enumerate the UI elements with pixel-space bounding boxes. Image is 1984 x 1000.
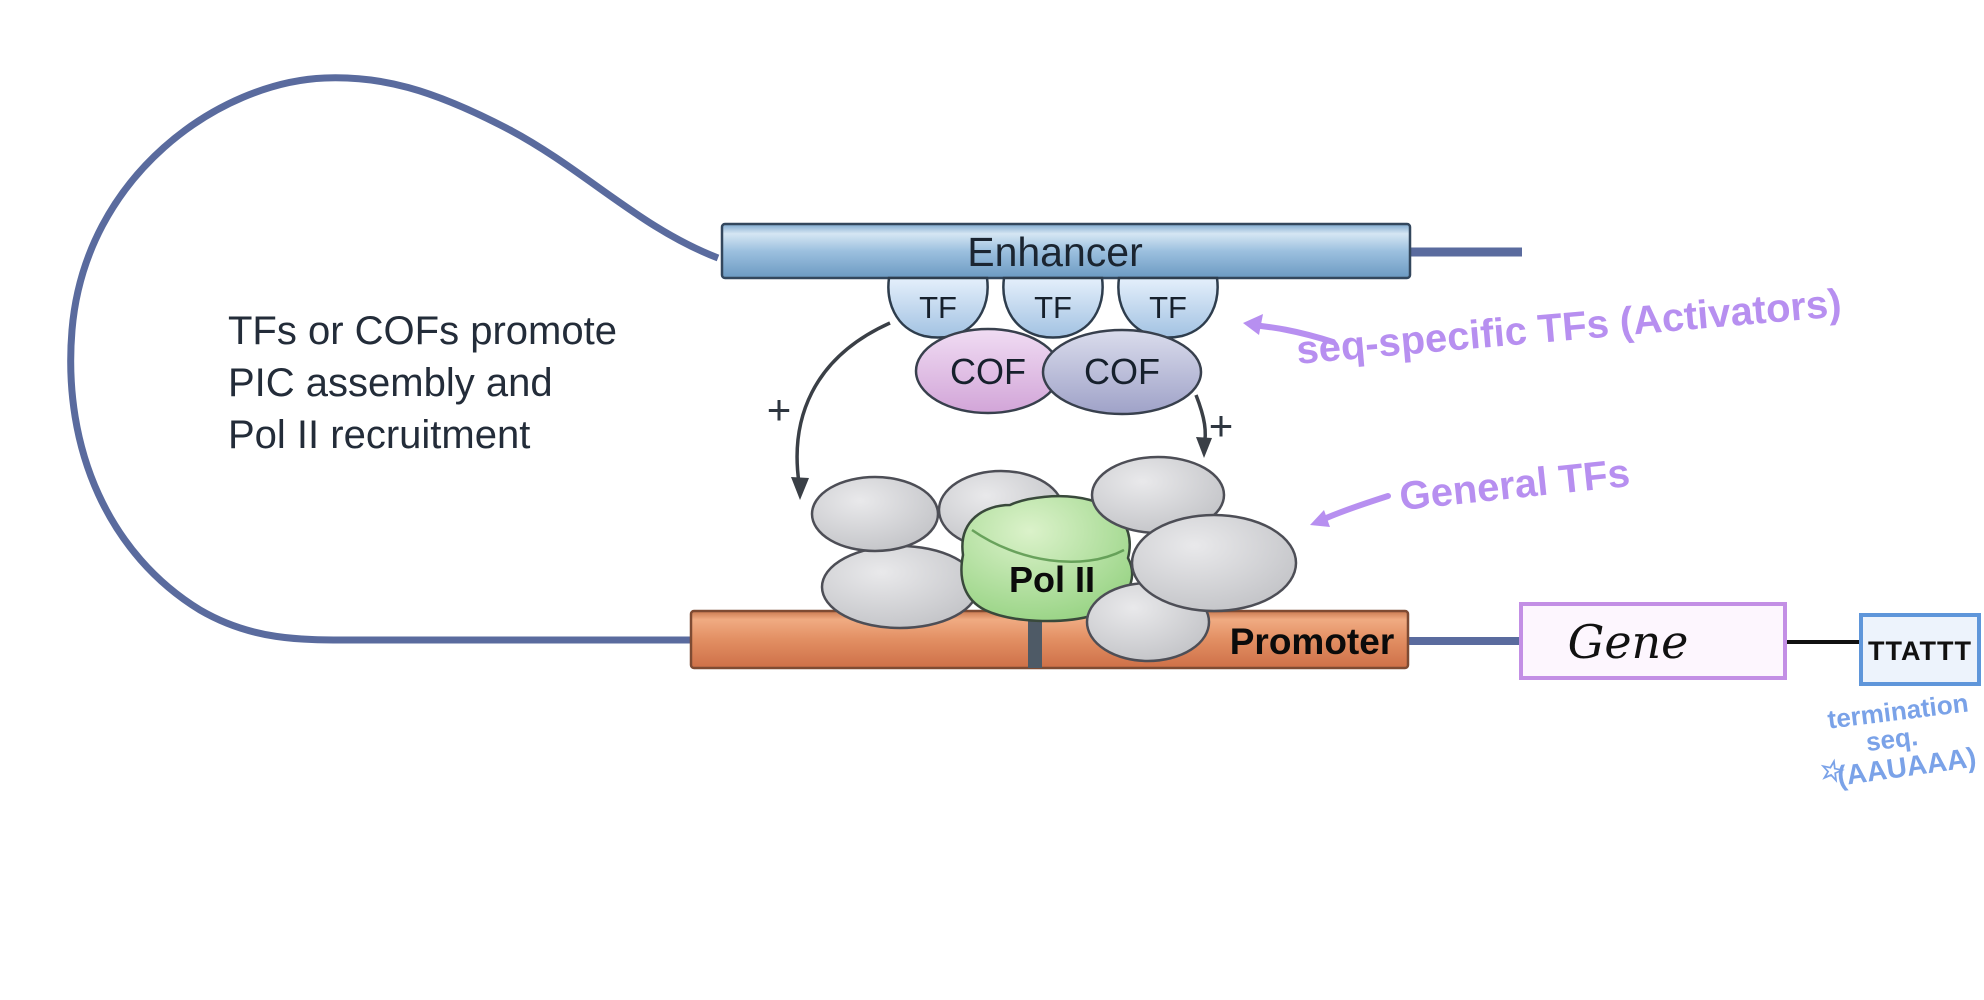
tf-1-label: TF — [919, 290, 957, 325]
gene-label: Gene — [1568, 615, 1689, 669]
termination-note-line2: seq. — [1864, 721, 1919, 757]
termination-box — [1859, 613, 1981, 686]
tf-3-label: TF — [1149, 290, 1187, 325]
tf-2-shape — [1002, 276, 1104, 339]
recruitment-arrowhead-left — [791, 477, 809, 500]
caption-line2: PIC assembly and — [228, 361, 553, 405]
general-tfs-arrowhead — [1310, 510, 1330, 527]
gtf-blob — [810, 475, 940, 553]
seq-specific-annotation: seq-specific TFs (Activators) — [1295, 281, 1844, 372]
cof-purple-label: COF — [1084, 351, 1160, 392]
cof-purple-shape — [1041, 328, 1203, 416]
promoter-label: Promoter — [1230, 621, 1394, 662]
recruitment-arrow-left — [795, 321, 891, 484]
gtf-blob — [820, 544, 980, 630]
polii-crease — [971, 528, 1125, 564]
general-tf-blobs-front — [1085, 455, 1298, 663]
gene-box — [1519, 602, 1787, 680]
general-tfs-annotation: General TFs — [1397, 451, 1632, 519]
plus-left: + — [767, 386, 792, 433]
termination-box-label: TTATTT — [1868, 636, 1972, 666]
plus-right: + — [1209, 402, 1234, 449]
transcription-start-tick — [1028, 611, 1042, 668]
tf-group — [887, 276, 1219, 339]
caption-line3: Pol II recruitment — [228, 413, 530, 457]
general-tfs-arrow — [1321, 493, 1391, 522]
cof-pink-label: COF — [950, 351, 1026, 392]
gtf-blob — [1130, 513, 1298, 613]
dna-loop — [67, 74, 720, 644]
caption-line1: TFs or COFs promote — [228, 309, 617, 353]
enhancer-label: Enhancer — [967, 229, 1143, 275]
seq-specific-arrowhead — [1243, 314, 1263, 335]
recruitment-arrowhead-right — [1196, 437, 1212, 458]
tf-1-shape — [887, 276, 989, 339]
polii-label: Pol II — [1009, 559, 1095, 600]
tf-2-label: TF — [1034, 290, 1072, 325]
